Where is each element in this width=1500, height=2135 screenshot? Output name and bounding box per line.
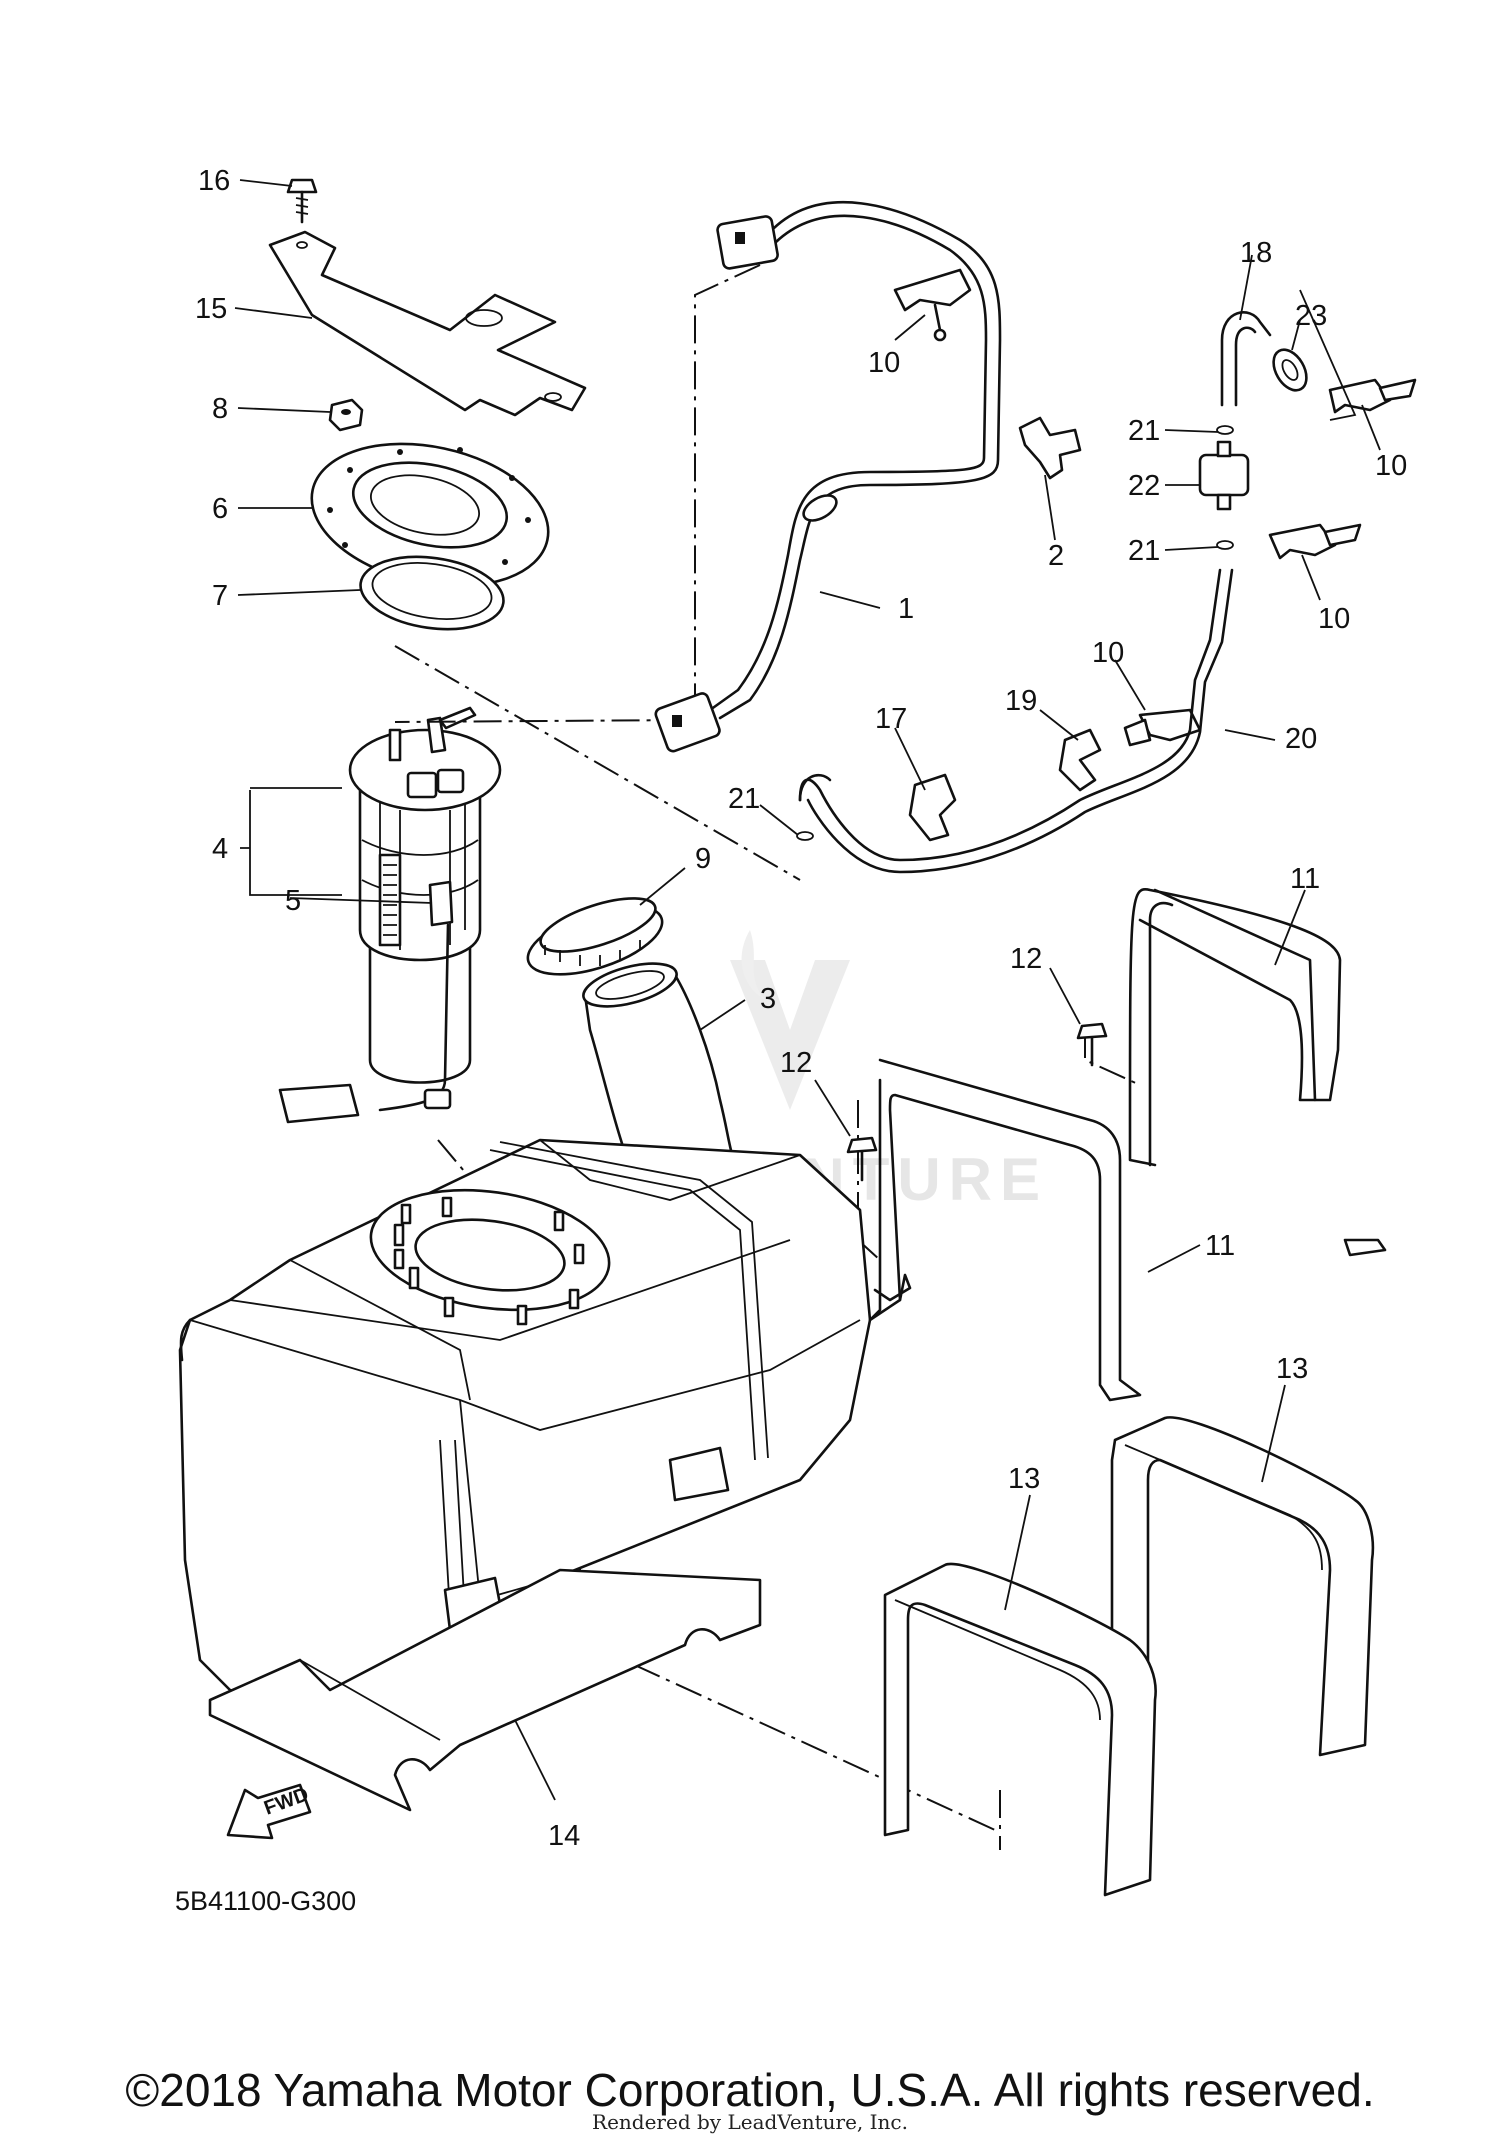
clip-2 bbox=[1018, 416, 1082, 480]
callout-11-a: 11 bbox=[1290, 863, 1320, 895]
fuel-tank bbox=[178, 1138, 872, 1722]
callout-21-b: 21 bbox=[1128, 535, 1160, 567]
callout-7: 7 bbox=[212, 580, 228, 612]
strap-11-rear bbox=[1128, 888, 1387, 1257]
grommet-23 bbox=[1272, 348, 1308, 392]
callout-10-c: 10 bbox=[1318, 603, 1350, 635]
bracket-15 bbox=[268, 230, 587, 417]
filler-neck-3 bbox=[582, 962, 742, 1192]
gasket-7 bbox=[359, 555, 505, 631]
fwd-arrow-icon: FWD bbox=[226, 1783, 312, 1840]
callout-10-d: 10 bbox=[1092, 637, 1124, 669]
callout-12-a: 12 bbox=[1010, 943, 1042, 975]
rendered-by-notice: Rendered by LeadVenture, Inc. bbox=[592, 2110, 908, 2134]
filter-22 bbox=[1198, 440, 1250, 511]
strap-11-front bbox=[868, 1058, 1142, 1402]
callout-20: 20 bbox=[1285, 723, 1317, 755]
callout-3: 3 bbox=[760, 983, 776, 1015]
nut-8 bbox=[328, 398, 364, 432]
callout-18: 18 bbox=[1240, 237, 1272, 269]
clip-19 bbox=[1058, 728, 1102, 792]
callout-8: 8 bbox=[212, 393, 228, 425]
bolt-12-a bbox=[846, 1136, 878, 1182]
clamp-21-low bbox=[796, 831, 814, 841]
clip-10-a bbox=[893, 268, 972, 342]
callout-16: 16 bbox=[198, 165, 230, 197]
diagram-code: 5B41100-G300 bbox=[175, 1886, 356, 1916]
callout-17: 17 bbox=[875, 703, 907, 735]
bolt-16 bbox=[286, 178, 318, 224]
clip-10-b bbox=[1328, 378, 1417, 414]
clip-10-d bbox=[1123, 708, 1202, 747]
callout-19: 19 bbox=[1005, 685, 1037, 717]
copyright-notice: ©2018 Yamaha Motor Corporation, U.S.A. A… bbox=[125, 2064, 1375, 2116]
callout-22: 22 bbox=[1128, 470, 1160, 502]
callout-2: 2 bbox=[1048, 540, 1064, 572]
callout-13-a: 13 bbox=[1276, 1353, 1308, 1385]
callout-4: 4 bbox=[212, 833, 228, 865]
clamp-21-top bbox=[1216, 425, 1234, 435]
callout-labels: 1 2 3 4 5 6 7 8 9 10 10 10 10 11 11 12 1… bbox=[195, 165, 1407, 1852]
breather-hose-20 bbox=[798, 568, 1234, 874]
clip-17 bbox=[908, 773, 957, 842]
callout-23: 23 bbox=[1295, 300, 1327, 332]
callout-1: 1 bbox=[898, 593, 914, 625]
hose-18 bbox=[1220, 311, 1272, 407]
pad-13-front bbox=[883, 1562, 1157, 1897]
clamp-21-mid bbox=[1216, 540, 1234, 550]
bolt-12-b bbox=[1076, 1022, 1108, 1067]
callout-15: 15 bbox=[195, 293, 227, 325]
callout-13-b: 13 bbox=[1008, 1463, 1040, 1495]
callout-5: 5 bbox=[285, 885, 301, 917]
callout-11-b: 11 bbox=[1205, 1230, 1235, 1262]
clip-10-c bbox=[1268, 523, 1362, 560]
leader-lines bbox=[234, 179, 1381, 1801]
fuel-pump-assembly-4 bbox=[278, 706, 502, 1124]
callout-6: 6 bbox=[212, 493, 228, 525]
callout-10-b: 10 bbox=[1375, 450, 1407, 482]
fuel-hose-1 bbox=[654, 201, 1002, 753]
callout-21-a: 21 bbox=[1128, 415, 1160, 447]
filler-cap-9 bbox=[526, 897, 664, 976]
callout-12-b: 12 bbox=[780, 1047, 812, 1079]
callout-9: 9 bbox=[695, 843, 711, 875]
base-plate-14 bbox=[208, 1568, 762, 1812]
callout-10-a: 10 bbox=[868, 347, 900, 379]
callout-14: 14 bbox=[548, 1820, 580, 1852]
pad-13-rear bbox=[1110, 1416, 1375, 1757]
callout-21-c: 21 bbox=[728, 783, 760, 815]
